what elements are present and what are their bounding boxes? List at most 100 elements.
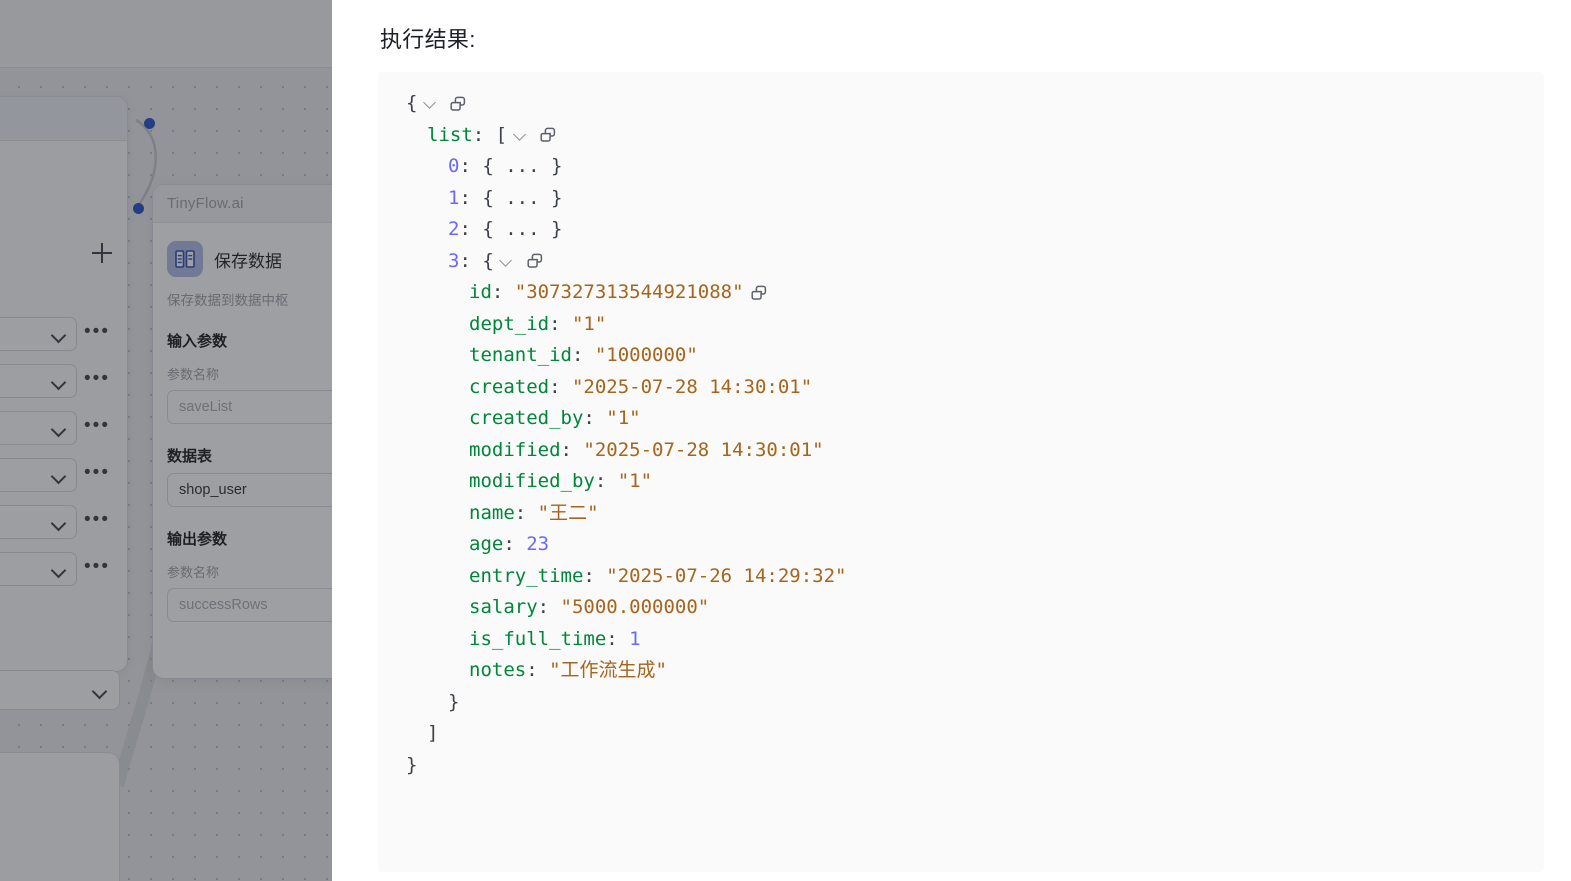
copy-icon[interactable] [748, 282, 770, 304]
json-line: created_by: "1" [406, 403, 1544, 435]
json-key: dept_id [469, 312, 550, 335]
json-line: list: [ [406, 120, 1544, 152]
json-collapsed-object[interactable]: { ... } [482, 155, 563, 177]
select-row-2[interactable] [0, 364, 77, 398]
workflow-canvas[interactable]: ••• ••• ••• ••• ••• ••• TinyFlow.ai [0, 0, 332, 881]
json-line: is_full_time: 1 [406, 624, 1544, 656]
json-line: } [406, 687, 1544, 719]
json-punctuation: } [406, 753, 418, 776]
json-line: age: 23 [406, 529, 1544, 561]
json-line: entry_time: "2025-07-26 14:29:32" [406, 561, 1544, 593]
json-collapsed-object[interactable]: { ... } [482, 186, 563, 209]
database-table-icon [167, 241, 203, 277]
json-line: 1: { ... } [406, 183, 1544, 215]
json-line: { [406, 88, 1544, 120]
chevron-down-icon [50, 373, 68, 391]
json-line: created: "2025-07-28 14:30:01" [406, 372, 1544, 404]
connection-port-dot-1[interactable] [144, 118, 155, 129]
json-punctuation: { [482, 249, 494, 272]
json-punctuation: { [406, 92, 418, 114]
json-punctuation: [ [495, 123, 508, 146]
chevron-down-icon [50, 561, 68, 579]
select-row-5[interactable] [0, 505, 77, 539]
json-key: tenant_id [469, 344, 572, 366]
select-row-4[interactable] [0, 458, 77, 492]
copy-icon[interactable] [524, 250, 546, 272]
input-section-heading: 输入参数 [167, 333, 228, 350]
execution-result-panel: 执行结果: {list: [0: { ... }1: { ... }2: { .… [332, 0, 1571, 881]
json-result-card: {list: [0: { ... }1: { ... }2: { ... }3:… [378, 72, 1544, 872]
json-key: modified [469, 438, 561, 461]
json-value: "王二" [537, 501, 599, 524]
chevron-down-icon[interactable] [419, 93, 441, 115]
json-key: modified_by [469, 470, 595, 492]
json-line: 3: { [406, 246, 1544, 278]
json-key: notes [469, 659, 527, 681]
json-key: salary [469, 596, 538, 618]
copy-icon[interactable] [537, 124, 559, 146]
select-row-3[interactable] [0, 411, 77, 445]
chevron-down-icon[interactable] [509, 124, 531, 146]
json-line: notes: "工作流生成" [406, 655, 1544, 687]
output-param-label: 参数名称 [167, 565, 220, 580]
copy-icon[interactable] [447, 93, 469, 115]
json-line: id: "307327313544921088" [406, 277, 1544, 309]
json-value: "1000000" [594, 344, 698, 366]
json-value: "5000.000000" [560, 596, 710, 618]
chevron-down-icon[interactable] [496, 250, 518, 272]
json-line: tenant_id: "1000000" [406, 340, 1544, 372]
json-value: "2025-07-28 14:30:01" [571, 375, 813, 398]
chevron-down-icon [50, 514, 68, 532]
data-table-select[interactable]: shop_user [167, 473, 332, 507]
json-value: "1" [571, 312, 607, 335]
chevron-down-icon [91, 682, 109, 700]
chevron-down-icon [50, 420, 68, 438]
json-punctuation: } [448, 690, 460, 713]
more-options-icon-4[interactable]: ••• [84, 462, 110, 483]
select-row-6[interactable] [0, 552, 77, 586]
json-line: salary: "5000.000000" [406, 592, 1544, 624]
json-key: entry_time [469, 564, 584, 587]
input-param-name-field[interactable]: saveList [167, 390, 332, 424]
json-line: 2: { ... } [406, 214, 1544, 246]
json-line: } [406, 750, 1544, 782]
more-options-icon-3[interactable]: ••• [84, 415, 110, 436]
node-title: 保存数据 [214, 251, 282, 271]
json-key: list [427, 123, 473, 146]
more-options-icon-6[interactable]: ••• [84, 556, 110, 577]
workflow-node-save-data[interactable]: TinyFlow.ai 保 [152, 184, 332, 679]
more-options-icon-1[interactable]: ••• [84, 321, 110, 342]
connection-port-dot-2[interactable] [133, 203, 144, 214]
workflow-node-bottom[interactable] [0, 752, 120, 881]
json-value: "307327313544921088" [514, 281, 744, 303]
json-key: name [469, 501, 515, 524]
json-line: modified: "2025-07-28 14:30:01" [406, 435, 1544, 467]
json-tree-viewer[interactable]: {list: [0: { ... }1: { ... }2: { ... }3:… [378, 72, 1544, 781]
select-row-1[interactable] [0, 317, 77, 351]
json-key: age [469, 533, 504, 555]
node-config-body: 保存数据 保存数据到数据中枢 输入参数 参数名称 saveList 数据表 sh… [153, 223, 332, 622]
json-line: name: "王二" [406, 498, 1544, 530]
output-section-heading: 输出参数 [167, 531, 228, 548]
more-options-icon-5[interactable]: ••• [84, 509, 110, 530]
json-line: modified_by: "1" [406, 466, 1544, 498]
chevron-down-icon [50, 467, 68, 485]
json-line: ] [406, 718, 1544, 750]
input-param-label: 参数名称 [167, 367, 220, 382]
output-param-name-field[interactable]: successRows [167, 588, 332, 622]
node-title-row: 保存数据 [167, 241, 332, 277]
app-header-bar [0, 0, 332, 68]
more-options-icon-2[interactable]: ••• [84, 368, 110, 389]
json-value: "2025-07-26 14:29:32" [606, 564, 847, 587]
select-row-wide[interactable] [0, 670, 120, 710]
json-value: 1 [629, 627, 641, 650]
add-parameter-button[interactable] [92, 243, 112, 263]
chevron-down-icon [50, 326, 68, 344]
json-key: created [469, 375, 550, 398]
json-punctuation: ] [427, 722, 439, 744]
json-line: dept_id: "1" [406, 309, 1544, 341]
json-array-index: 1 [448, 186, 460, 209]
node-left-header [0, 97, 127, 141]
json-collapsed-object[interactable]: { ... } [482, 218, 563, 240]
